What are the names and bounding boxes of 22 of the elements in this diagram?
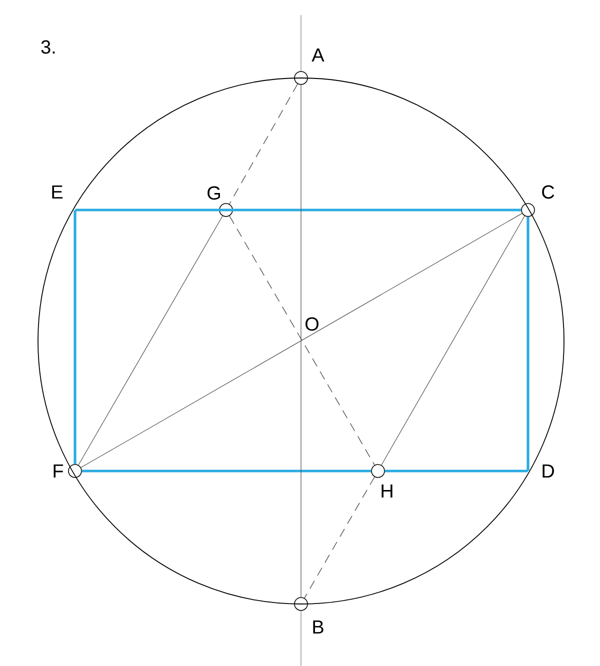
rectangle-side <box>82 470 372 472</box>
rectangle-side <box>74 210 76 464</box>
point-label: F <box>54 464 64 478</box>
point-label: B <box>313 620 324 634</box>
point-label: A <box>312 48 324 62</box>
point-label: C <box>542 185 554 199</box>
dashed-line <box>229 216 375 466</box>
point-label: E <box>52 185 63 199</box>
dashed-line <box>304 476 375 598</box>
point-label: D <box>542 464 554 478</box>
point-label: O <box>306 317 318 331</box>
point-label: G <box>208 186 220 200</box>
rectangle-side <box>384 470 528 472</box>
line <box>381 216 525 466</box>
line <box>78 216 223 466</box>
rectangle-side <box>75 208 522 212</box>
line <box>300 84 302 598</box>
dashed-line <box>229 84 298 204</box>
point-label: H <box>382 484 392 498</box>
figure-number: 3. <box>41 40 55 54</box>
rectangle-side <box>526 216 530 471</box>
line <box>80 213 522 468</box>
